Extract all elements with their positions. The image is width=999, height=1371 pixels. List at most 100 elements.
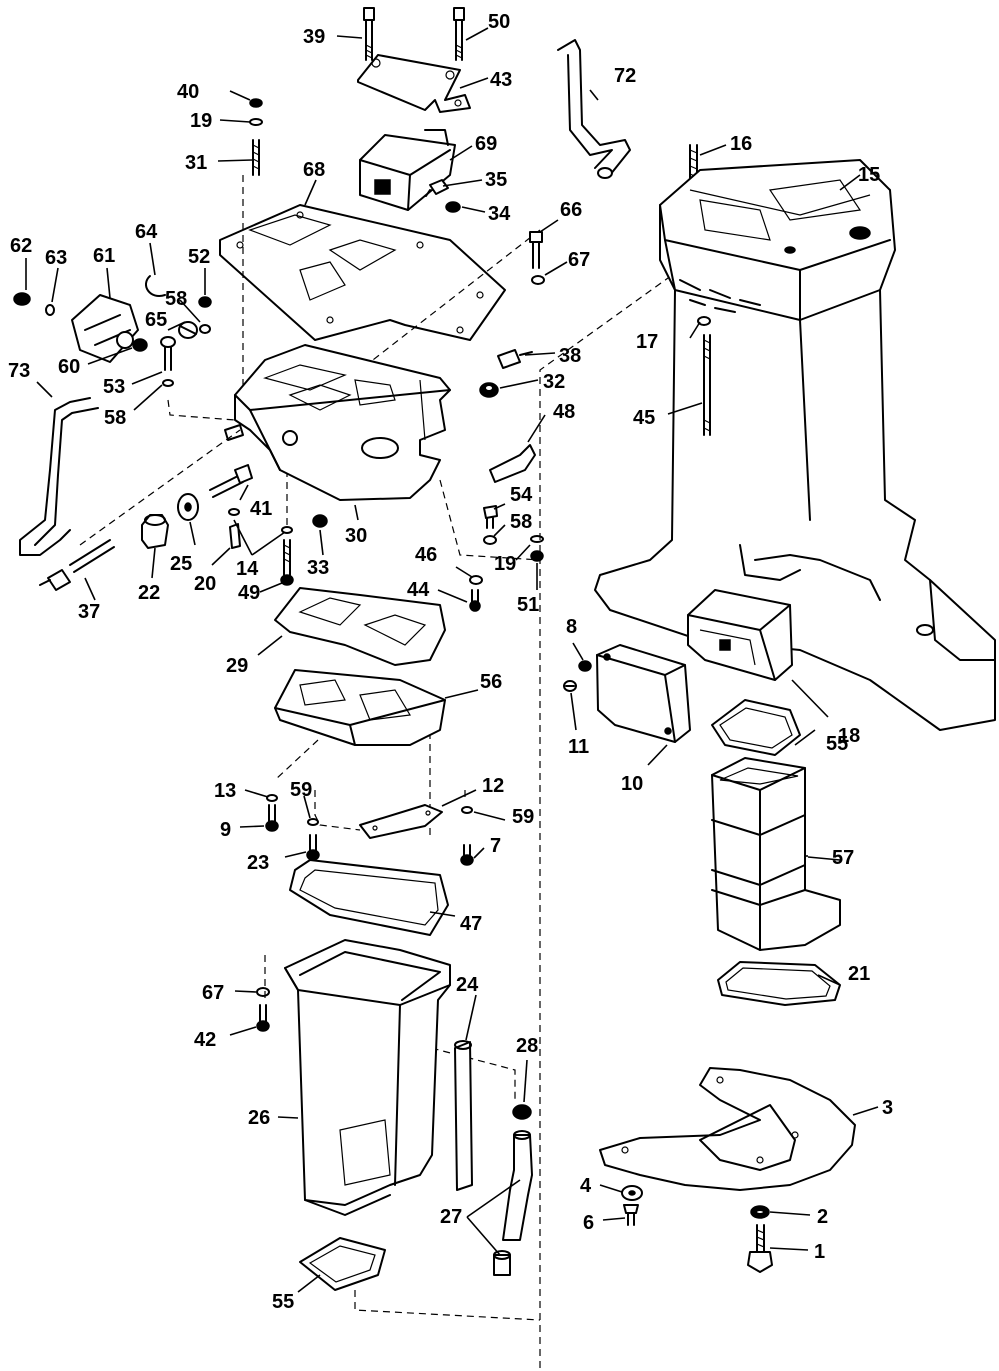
grommet-28 [512, 1104, 532, 1120]
washer-19-top [249, 118, 263, 126]
callout-48: 48 [553, 401, 575, 423]
callout-43: 43 [490, 69, 512, 91]
washer-14a [228, 508, 240, 516]
callout-59b: 59 [512, 806, 534, 828]
bolt-54 [483, 505, 498, 529]
callout-7: 7 [490, 835, 501, 857]
screw-7 [460, 844, 474, 866]
bolt-66 [529, 231, 543, 269]
callout-51: 51 [517, 594, 539, 616]
seal-55-right [711, 699, 801, 756]
callout-62: 62 [10, 235, 32, 257]
callout-21: 21 [848, 963, 870, 985]
washer-59b [461, 806, 473, 814]
nut-62 [13, 292, 31, 306]
nut-52 [198, 296, 212, 308]
exhaust-tube-57 [711, 757, 841, 951]
callout-35: 35 [485, 169, 507, 191]
adapter-housing-30 [224, 344, 451, 501]
clip-64 [145, 275, 166, 297]
screw-11 [563, 680, 577, 692]
bolt-20 [229, 523, 241, 549]
callout-68: 68 [303, 159, 325, 181]
stud-31 [252, 139, 260, 176]
callout-58a: 58 [165, 288, 187, 310]
callout-56: 56 [480, 671, 502, 693]
cover-plate-12 [359, 804, 443, 839]
stud-45 [703, 334, 711, 436]
gasket-29 [274, 587, 446, 666]
callout-58b: 58 [104, 407, 126, 429]
nut-40 [249, 98, 263, 108]
callout-69: 69 [475, 133, 497, 155]
callout-34: 34 [488, 203, 511, 225]
callout-38: 38 [559, 345, 581, 367]
grommet-34 [445, 201, 461, 213]
callout-2: 2 [817, 1206, 828, 1228]
callout-26: 26 [248, 1107, 270, 1129]
callout-50: 50 [488, 11, 510, 33]
callout-72: 72 [614, 65, 636, 87]
washer-67-top [531, 275, 545, 285]
callout-44: 44 [407, 579, 430, 601]
washer-58a [199, 324, 211, 334]
washer-17 [697, 316, 711, 326]
washer-25 [177, 493, 199, 521]
gasket-47 [289, 859, 449, 936]
valve-body-61 [71, 294, 139, 363]
callout-64: 64 [135, 221, 158, 243]
module-69 [359, 129, 456, 211]
assembly-guide-lines [79, 175, 701, 1370]
callout-13: 13 [214, 780, 236, 802]
callout-24: 24 [456, 974, 479, 996]
callout-31: 31 [185, 152, 207, 174]
callout-61: 61 [93, 245, 115, 267]
callout-6: 6 [583, 1212, 594, 1234]
callout-18: 18 [838, 725, 860, 747]
callout-40: 40 [177, 81, 199, 103]
callout-25: 25 [170, 553, 192, 575]
callout-47: 47 [460, 913, 482, 935]
callout-1: 1 [814, 1241, 825, 1263]
callout-42: 42 [194, 1029, 216, 1051]
callout-60: 60 [58, 356, 80, 378]
callout-67a: 67 [568, 249, 590, 271]
tube-27 [493, 1130, 533, 1276]
bolt-41 [209, 464, 253, 498]
callout-16: 16 [730, 133, 752, 155]
washer-13 [266, 794, 278, 802]
bolt-53 [160, 336, 176, 371]
callout-41: 41 [250, 498, 272, 520]
screw-6 [623, 1204, 639, 1226]
bolt-49 [280, 539, 294, 586]
tube-24 [454, 1040, 473, 1191]
bolt-44 [469, 589, 481, 612]
callout-59a: 59 [290, 779, 312, 801]
callout-15: 15 [858, 164, 880, 186]
callout-29: 29 [226, 655, 248, 677]
screw-42 [256, 1004, 270, 1032]
washer-4 [621, 1185, 643, 1201]
callout-14: 14 [236, 558, 259, 580]
callout-66: 66 [560, 199, 582, 221]
cap-22 [141, 514, 169, 549]
callout-17: 17 [636, 331, 658, 353]
callout-52: 52 [188, 246, 210, 268]
callout-67b: 67 [202, 982, 224, 1004]
hose-73 [19, 397, 99, 556]
callout-30: 30 [345, 525, 367, 547]
callout-labels: 39 50 43 72 40 19 31 69 68 35 34 16 15 6… [8, 11, 893, 1313]
screw-9 [265, 804, 279, 832]
callout-45: 45 [633, 407, 655, 429]
hose-72 [557, 39, 631, 179]
callout-28: 28 [516, 1035, 538, 1057]
washer-2 [750, 1205, 770, 1219]
callout-73: 73 [8, 360, 30, 382]
callout-55a: 55 [826, 733, 848, 755]
mount-18 [687, 589, 793, 681]
callout-20: 20 [194, 573, 216, 595]
callout-9: 9 [220, 819, 231, 841]
plate-3 [599, 1067, 856, 1191]
plug-65 [178, 321, 198, 339]
callout-22: 22 [138, 582, 160, 604]
